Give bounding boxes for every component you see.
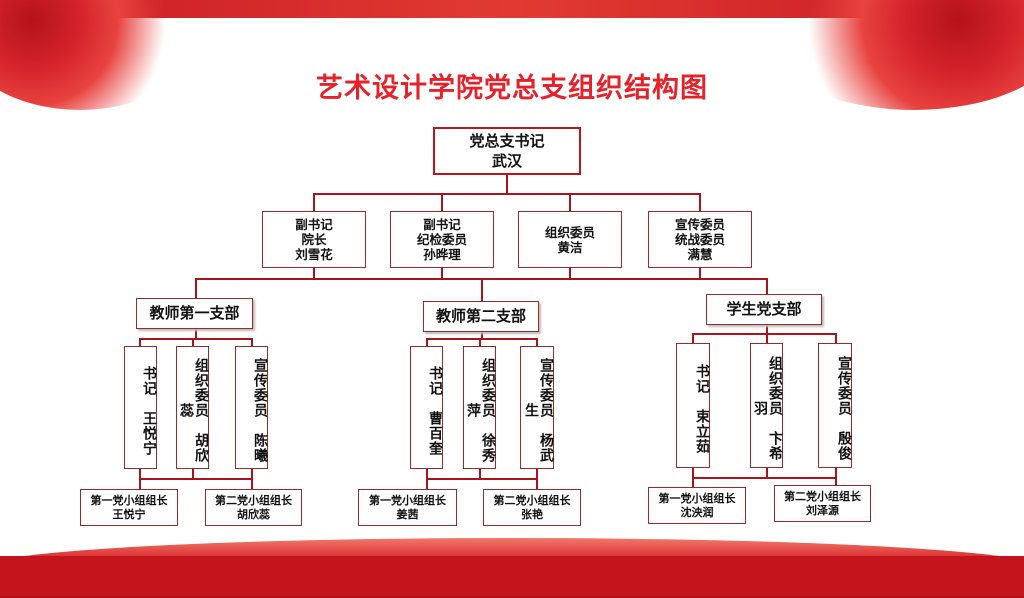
group-leader-box: 第二党小组组长 胡欣蕊	[205, 489, 302, 526]
connector	[139, 338, 141, 346]
connector	[766, 325, 768, 334]
connector	[481, 278, 483, 301]
connector	[251, 469, 253, 489]
committee-box-propaganda: 宣传委员 统战委员 满慧	[648, 211, 752, 268]
connector	[426, 338, 538, 340]
member-box: 组织委员 胡欣蕊	[176, 346, 209, 469]
group-leader-box: 第一党小组组长 沈泱润	[648, 487, 746, 524]
party-secretary-box: 党总支书记 武汉	[433, 127, 581, 175]
group-leader-box: 第一党小组组长 王悦宁	[80, 489, 178, 526]
connector	[441, 193, 443, 211]
connector	[569, 193, 571, 211]
connector	[251, 338, 253, 346]
connector	[699, 193, 701, 211]
connector	[766, 278, 768, 294]
committee-box-organization: 组织委员 黄洁	[518, 211, 622, 268]
connector	[536, 469, 538, 489]
member-box: 宣传委员 杨武生	[520, 346, 554, 469]
connector	[426, 469, 428, 489]
top-band	[0, 0, 1024, 18]
connector	[139, 338, 253, 340]
branch-student: 学生党支部	[706, 294, 822, 325]
member-box: 宣传委员 殷俊	[818, 343, 852, 468]
member-box: 组织委员 徐秀萍	[463, 346, 496, 469]
connector	[692, 477, 837, 479]
connector	[481, 332, 483, 339]
connector	[195, 278, 197, 298]
page-title: 艺术设计学院党总支组织结构图	[316, 73, 708, 104]
connector	[139, 469, 141, 489]
group-leader-box: 第一党小组组长 姜茜	[358, 489, 457, 526]
connector	[192, 469, 194, 479]
branch-teacher-2: 教师第二支部	[423, 301, 539, 332]
connector	[835, 468, 837, 485]
connector	[313, 193, 701, 195]
member-box: 宣传委员 陈曦	[235, 346, 268, 469]
connector	[699, 268, 701, 279]
connector	[506, 175, 508, 194]
group-leader-box: 第二党小组组长 刘泽源	[774, 485, 871, 522]
branch-teacher-1: 教师第一支部	[136, 298, 253, 329]
connector	[692, 333, 837, 335]
member-box: 书记 曹百奎	[410, 346, 443, 469]
committee-box-deputy-dean: 副书记 院长 刘雪花	[262, 211, 366, 268]
member-box: 书记 束立茹	[676, 343, 710, 468]
connector	[692, 468, 694, 487]
connector	[441, 268, 443, 279]
group-leader-box: 第二党小组组长 张艳	[483, 489, 581, 526]
connector	[192, 338, 194, 346]
connector	[139, 478, 253, 480]
connector	[195, 329, 197, 339]
committee-box-deputy-discipline: 副书记 纪检委员 孙晔理	[390, 211, 494, 268]
connector	[835, 333, 837, 343]
connector	[426, 478, 538, 480]
connector	[313, 268, 315, 279]
member-box: 组织委员 卞希羽	[750, 343, 783, 468]
connector	[536, 338, 538, 346]
connector	[569, 268, 571, 279]
connector	[766, 333, 768, 343]
connector	[479, 338, 481, 346]
member-box: 书记 王悦宁	[124, 346, 157, 469]
connector	[766, 468, 768, 478]
connector	[479, 469, 481, 479]
connector	[313, 193, 315, 211]
connector	[426, 338, 428, 346]
bottom-band	[0, 556, 1024, 596]
connector	[692, 333, 694, 343]
